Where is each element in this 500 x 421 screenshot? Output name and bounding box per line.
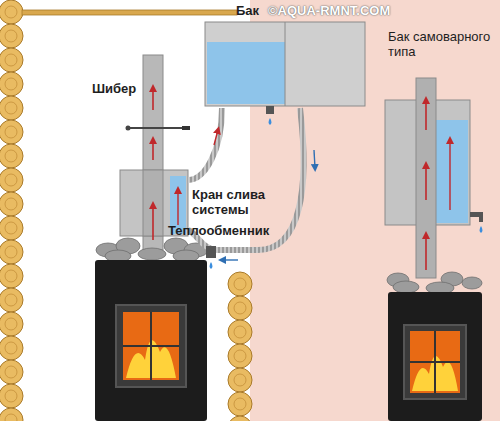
drain-valve [206,246,216,258]
water-tank [205,22,365,106]
stove-body [388,292,482,421]
fire [410,331,460,393]
ceiling-beam [22,10,237,15]
sauna-stones [387,272,482,294]
damper-label: Шибер [92,82,136,97]
stove-body [95,260,207,421]
chimney-pipe [143,55,163,250]
sauna-stones [96,238,208,262]
hot-water-hose [188,108,222,180]
fire [123,312,179,380]
samovar-tank-label: Бак самоварного типа [388,30,496,60]
drain-valve-label: Кран слива системы [192,188,284,218]
heat-exchanger-label: Теплообменник [168,224,269,239]
tank-label: Бак [236,4,259,19]
watermark: ©AQUA-RMNT.COM [268,4,390,19]
chimney-pipe [416,78,436,278]
damper-rod [128,127,182,129]
